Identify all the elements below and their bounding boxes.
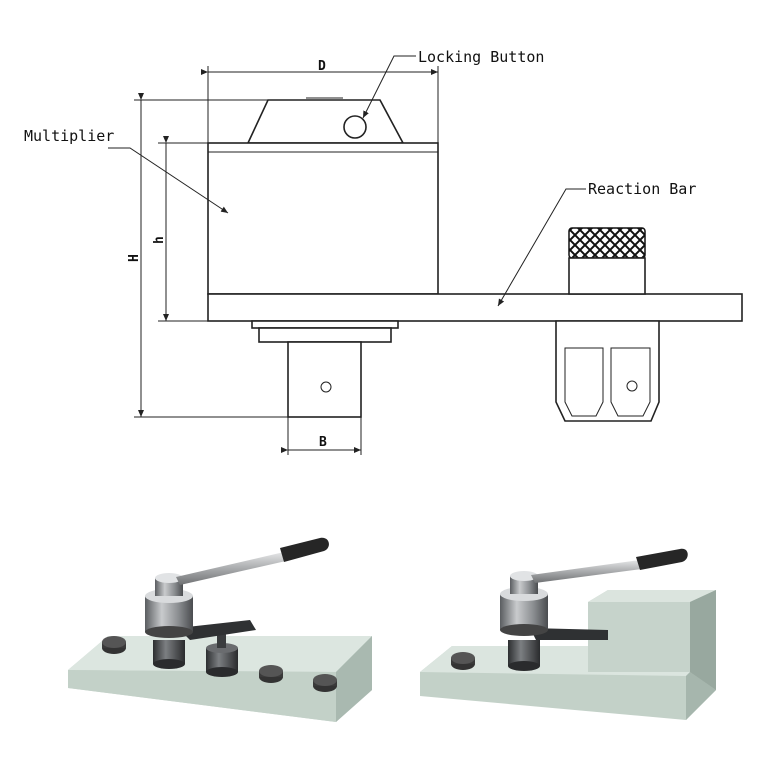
knurled-knob xyxy=(568,227,646,259)
square-drive xyxy=(287,341,362,418)
locking-button-symbol xyxy=(343,115,367,139)
multiplier-label: Multiplier xyxy=(24,127,114,145)
reaction-bar xyxy=(207,293,743,322)
dimension-d-label: D xyxy=(318,59,326,74)
dimension-h-body-label: h xyxy=(152,236,167,244)
reaction-bar-label: Reaction Bar xyxy=(588,180,696,198)
usage-render-right xyxy=(420,548,716,720)
usage-render-left xyxy=(68,537,372,722)
technical-drawing: D H h B Locking Button Multiplier Reacti… xyxy=(24,48,743,455)
multiplier-top-cap xyxy=(246,99,405,144)
reaction-socket xyxy=(555,320,660,422)
dimension-h-total-label: H xyxy=(127,254,142,262)
locking-button-label: Locking Button xyxy=(418,48,544,66)
multiplier-body xyxy=(207,142,439,295)
dimension-b-label: B xyxy=(319,435,327,450)
